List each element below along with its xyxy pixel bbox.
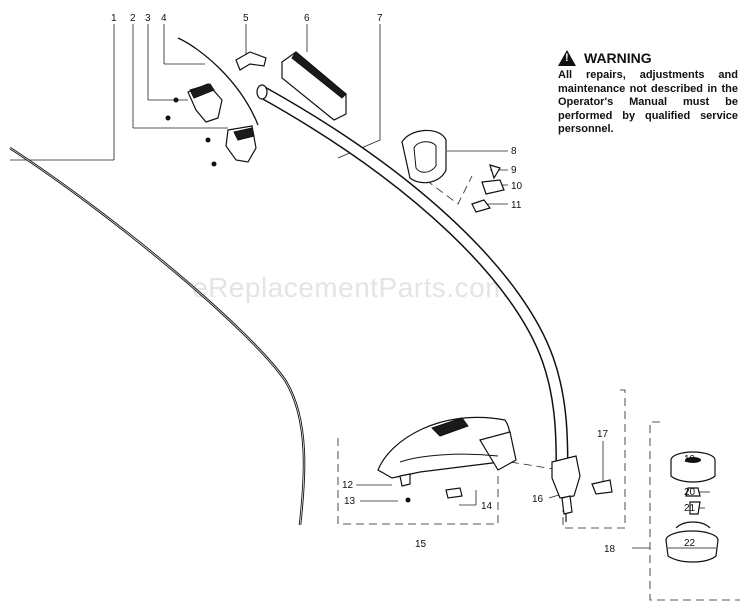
callout-8: 8 <box>511 146 517 157</box>
callout-6: 6 <box>304 13 310 24</box>
handle-half <box>281 51 347 121</box>
callout-20: 20 <box>684 487 696 498</box>
watermark: eReplacementParts.com <box>192 272 509 303</box>
guard-hardware <box>399 473 463 503</box>
callout-12: 12 <box>342 480 354 491</box>
callout-11: 11 <box>511 200 522 211</box>
loop-handle <box>401 129 447 184</box>
callout-17: 17 <box>597 429 609 440</box>
warning-title: WARNING <box>584 50 652 66</box>
callout-21: 21 <box>684 503 696 514</box>
callout-15: 15 <box>415 539 427 550</box>
callout-2: 2 <box>130 13 136 24</box>
warning-triangle-icon <box>558 50 576 66</box>
coupling <box>551 455 581 522</box>
trimmer-head <box>665 451 719 563</box>
clip <box>591 479 613 495</box>
group-lines <box>337 175 740 601</box>
callout-14: 14 <box>481 501 493 512</box>
warning-box: WARNING All repairs, adjustments and mai… <box>558 50 738 137</box>
callout-numbers: 1 2 3 4 5 6 7 8 9 10 11 12 13 14 15 16 1… <box>111 13 696 555</box>
callout-10: 10 <box>511 181 523 192</box>
callout-3: 3 <box>145 13 151 24</box>
callout-4: 4 <box>161 13 167 24</box>
guard-assembly <box>377 416 517 479</box>
throttle-cable <box>177 37 259 126</box>
callout-5: 5 <box>243 13 249 24</box>
throttle-handle <box>165 83 257 167</box>
drive-shaft <box>9 146 306 526</box>
loop-hardware <box>471 164 505 213</box>
warning-text: All repairs, adjustments and maintenance… <box>558 69 738 135</box>
callout-22: 22 <box>684 538 696 549</box>
leader-lines <box>10 24 710 549</box>
callout-18: 18 <box>604 544 616 555</box>
callout-16: 16 <box>532 494 544 505</box>
warning-heading: WARNING <box>558 50 738 66</box>
callout-13: 13 <box>344 496 356 507</box>
callout-19: 19 <box>684 454 696 465</box>
callout-7: 7 <box>377 13 383 24</box>
callout-9: 9 <box>511 165 517 176</box>
trigger <box>235 51 267 71</box>
callout-1: 1 <box>111 13 117 24</box>
